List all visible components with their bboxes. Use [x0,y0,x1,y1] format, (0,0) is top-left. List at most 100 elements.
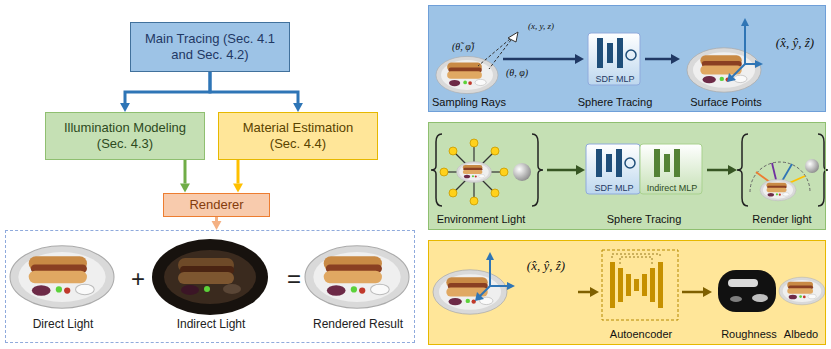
flow-arrow [503,58,576,61]
layer-bar [634,279,639,291]
connector-line [210,72,298,103]
light-dot [449,189,457,197]
dark-plate [164,250,256,304]
arrowhead [293,103,303,112]
caption: Sampling Rays [432,96,506,109]
light-dot [449,147,457,155]
arrowhead [575,54,584,64]
light-dot [440,168,448,176]
arrowhead [212,221,222,230]
mlp-icon-ground [588,33,640,85]
layer-bar [626,274,631,296]
flow-arrow [645,58,672,61]
probe-sphere [513,163,531,181]
caption: Albedo [784,328,818,341]
layer-bar [650,268,655,302]
process-box: Main Tracing (Sec. 4.1 and Sec. 4.2) [130,22,290,72]
flow-arrow [682,291,704,294]
light-dots [440,139,508,205]
brace [532,134,543,206]
loop-symbol [626,50,636,60]
mlp-icon-ground [586,144,640,194]
light-rays [444,143,504,201]
roughness-patch [730,296,742,302]
axis-line [745,63,756,65]
ray-line [489,40,511,69]
connector-line [237,160,240,184]
panel-ground [428,240,826,345]
axis-head [475,292,484,301]
flow-arrow [707,169,729,172]
axis-head [486,252,494,260]
axis-line [479,286,490,297]
caption: Autoencoder [610,328,672,341]
brace [737,134,748,206]
arrowhead [590,287,599,297]
connector [180,160,190,193]
connector [212,217,222,231]
box-label: Illumination Modeling (Sec. 4.3) [54,120,196,151]
mlp-bar [664,154,670,172]
process-box: Illumination Modeling (Sec. 4.3) [45,112,205,160]
dark-bun [178,272,234,284]
light-dot [470,197,478,205]
dark-ground [152,239,268,315]
arrowhead [180,184,190,193]
arrowhead [671,54,680,64]
brace [818,134,828,206]
caption: Render light [752,213,811,226]
caption: Sphere Tracing [578,96,653,109]
loop-symbol [625,158,635,168]
light-dot [491,147,499,155]
connector [210,72,303,112]
env-plate-image [457,162,492,183]
arrowhead [703,287,712,297]
mlp-bar [597,38,603,68]
mlp-bar [674,149,680,177]
layer-bar [642,274,647,296]
box-label: Renderer [189,197,243,213]
layer-bar [658,262,663,308]
camera-symbol [508,32,518,42]
axis-line [490,285,508,287]
arrowhead [576,165,585,175]
axis-head [741,18,749,26]
caption: Roughness [721,328,777,341]
material-plate-image [433,270,507,314]
caption: Surface Points [690,96,762,109]
caption: SDF MLP [595,74,634,84]
mlp-bar [617,38,623,68]
arrowhead [120,103,130,112]
light-dot [491,189,499,197]
mlp-icon: SDF MLP [589,34,641,86]
dark-cup [223,284,241,294]
mlp-bar [596,149,602,177]
math-label: (x, y, z) [528,21,554,31]
arrowhead [728,165,737,175]
caption: Rendered Result [313,318,403,332]
surface-points-image [687,48,761,92]
skip-links [612,254,660,264]
indirect-light-image [152,239,268,315]
mlp-bar [616,149,622,177]
dark-slice [181,285,199,295]
mlp-bar [654,149,660,177]
caption: + [131,265,145,293]
renderer-box: Renderer [163,193,270,217]
probe-sphere [805,159,819,173]
layer-bar [618,268,623,302]
stage-panel: Environment LightSphere TracingRender li… [428,122,826,230]
stage-panel: (x̂, ŷ, ẑ)AutoencoderRoughnessAlbedo [428,240,826,345]
rendered-result-image [305,246,409,308]
roughness-patch [752,294,768,302]
connector-line [184,160,187,184]
mlp-bar [607,43,613,63]
light-dot [500,168,508,176]
autoencoder-frame [602,250,678,320]
box-label: Main Tracing (Sec. 4.1 and Sec. 4.2) [139,31,281,62]
math-label: (θ̃, φ̃) [452,41,474,53]
caption: Environment Light [437,213,526,226]
